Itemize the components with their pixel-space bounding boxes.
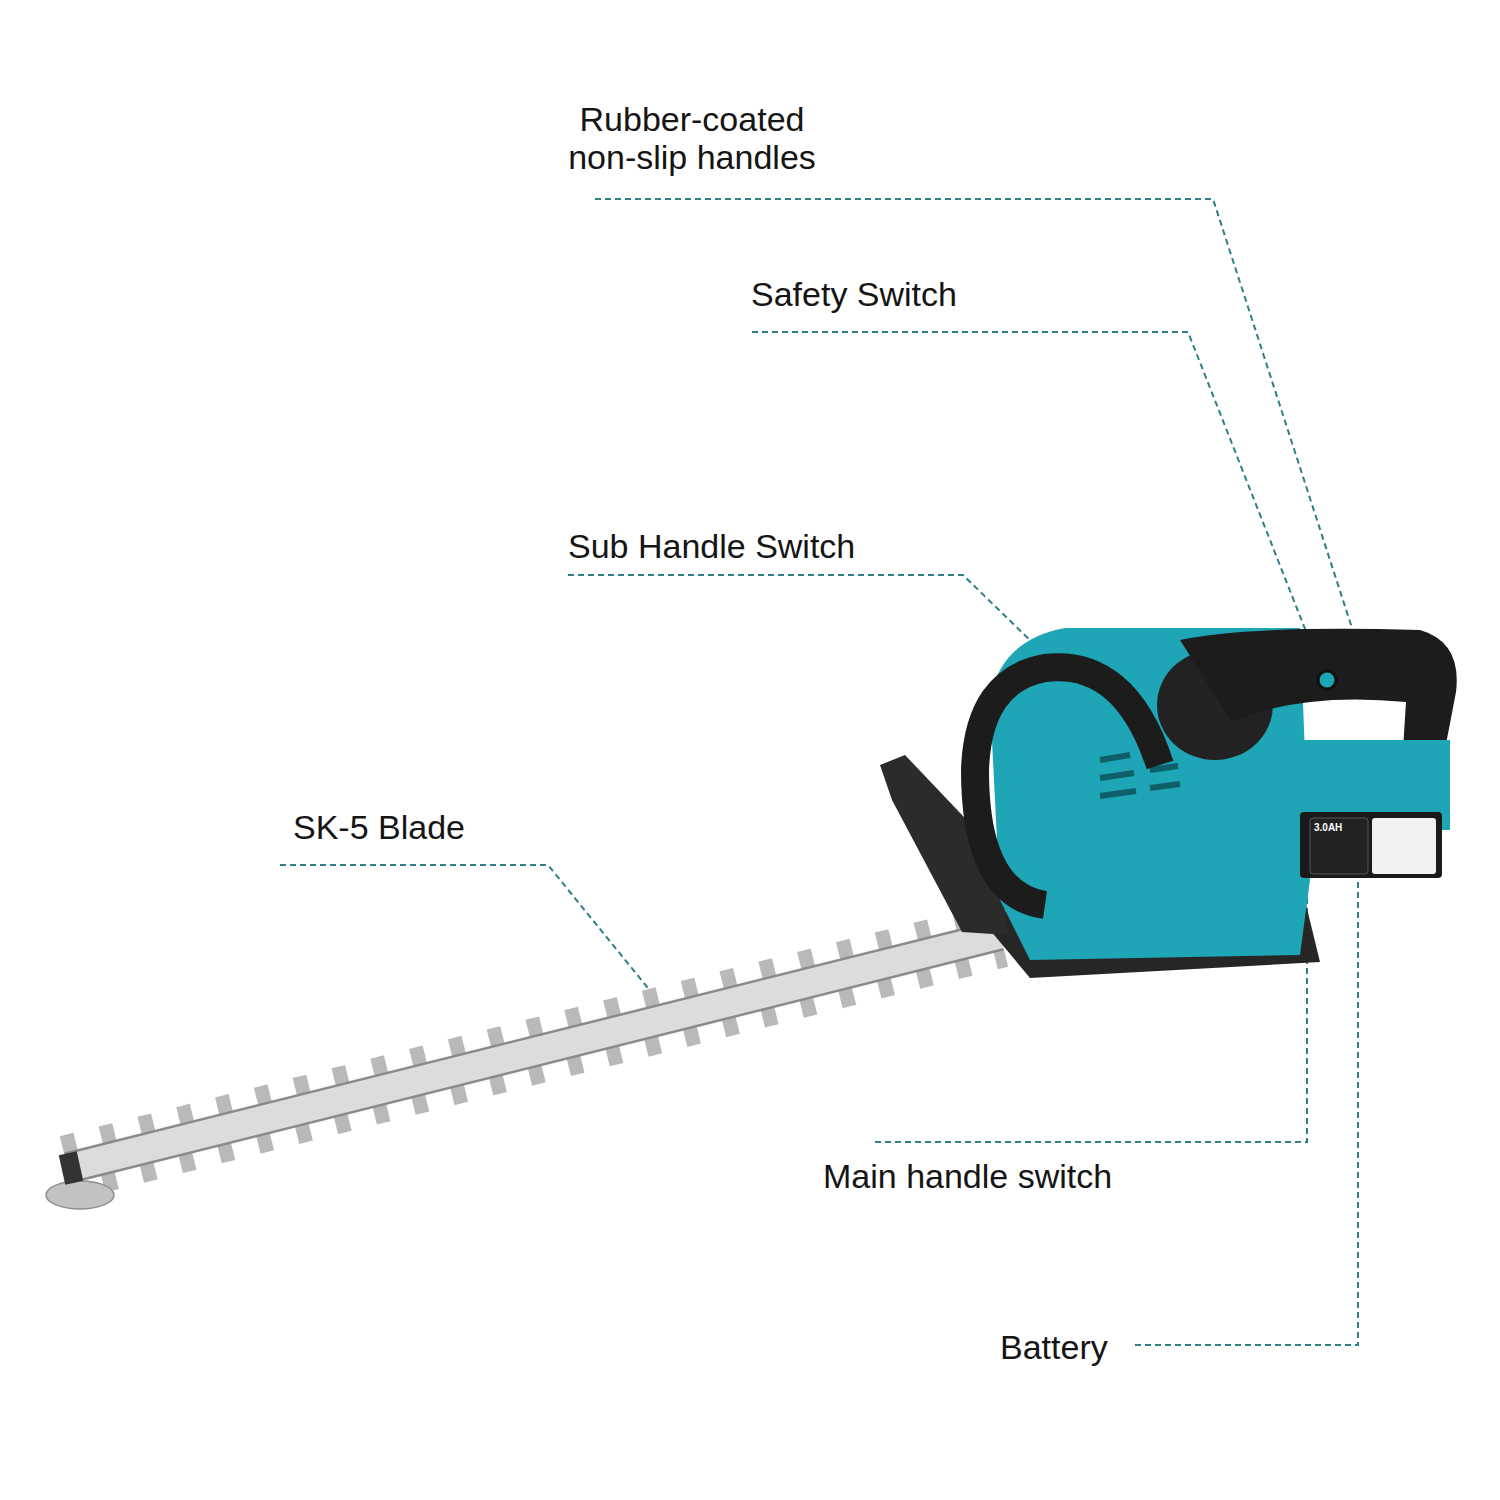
leader-line — [752, 332, 1322, 672]
leader-lines — [280, 199, 1358, 1345]
part-label: Battery — [1000, 1328, 1108, 1366]
leader-line — [568, 575, 1038, 648]
part-label: Rubber-coated non-slip handles — [542, 100, 842, 176]
part-label: SK-5 Blade — [293, 808, 465, 846]
blade-teeth — [74, 958, 1006, 1191]
part-label: Sub Handle Switch — [568, 527, 855, 565]
blade-spine — [68, 935, 1000, 1168]
battery-label — [1310, 818, 1368, 874]
battery — [1300, 812, 1442, 878]
blade-spine — [68, 935, 1000, 1168]
trimmer-body — [880, 628, 1457, 978]
blade-tip-plate — [46, 1181, 114, 1209]
part-label: Safety Switch — [751, 275, 957, 313]
blade-teeth — [62, 912, 994, 1145]
safety-switch — [1318, 671, 1336, 689]
part-label: Main handle switch — [823, 1157, 1112, 1195]
battery-capacity: 3.0AH — [1314, 822, 1342, 833]
leader-line — [280, 865, 656, 998]
front-loop-handle — [975, 667, 1160, 905]
battery-panel — [1372, 818, 1436, 874]
blade-end-cap — [62, 1166, 80, 1170]
